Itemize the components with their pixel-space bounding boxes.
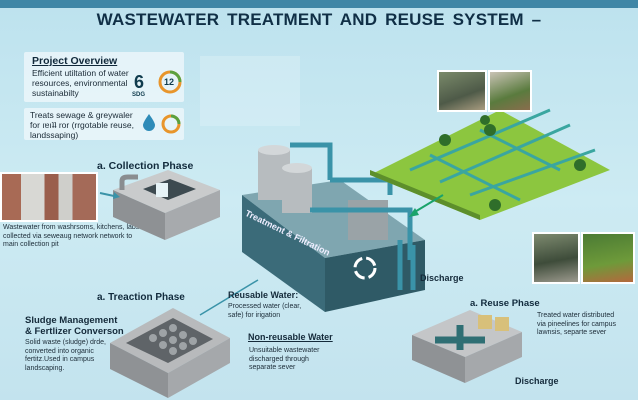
sludge-text: Solid waste (sludge) drde, converted int…: [25, 339, 106, 372]
arrow-to-lawn-icon: [409, 194, 444, 217]
collection-pit-illustration: [113, 170, 220, 240]
sludge-heading: Sludge Management & Fertlizer Converson: [25, 315, 124, 337]
non-reusable-water-heading: Non-reusable Water: [248, 332, 333, 342]
non-reusable-water-text: Unsuitable wastewater discharged through…: [249, 347, 320, 371]
potted-plants-photo: [581, 232, 635, 284]
reusable-water-text: Processed water (clear, safe) for irigat…: [228, 303, 302, 319]
sludge-tank-illustration: [110, 308, 230, 398]
discharge-label-bottom: Discharge: [515, 376, 559, 386]
overview-description: Treats sewage & greywaler for ıɐıʇʇ ror …: [30, 110, 134, 140]
overview-text: Efficient utiltation of water resources,…: [32, 68, 129, 98]
arrow-icon: [99, 192, 120, 199]
blank-panel: [200, 56, 300, 126]
discharge-label-top: Discharge: [420, 273, 464, 283]
worker-photo: [532, 232, 580, 284]
sdg-label: SDG: [132, 92, 146, 98]
reuse-phase-label: a. Reuse Phase: [470, 298, 540, 309]
collection-caption: Wastewater from washrsoms, kitchens, lab…: [3, 224, 140, 248]
reusable-water-heading: Reusable Water:: [228, 290, 299, 300]
reuse-text: Treated water distributed via pineelines…: [537, 312, 616, 336]
page-title: WASTEWATER TREATMENT AND REUSE SYSTEM –: [96, 10, 542, 29]
collection-phase-label: a. Collection Phase: [97, 160, 194, 172]
garden-photo-2: [488, 70, 532, 112]
drainage-photo: [0, 172, 98, 222]
water-drop-icon: [143, 114, 155, 131]
top-band: [0, 0, 638, 8]
connector-line: [199, 279, 259, 316]
treaction-phase-label: a. Treaction Phase: [97, 292, 185, 303]
overview-description-box: Treats sewage & greywaler for ıɐıʇʇ ror …: [24, 108, 184, 140]
sdg12-icon: [158, 70, 182, 94]
overview-heading: Project Overview: [32, 55, 118, 67]
recycle-icon: [353, 256, 377, 280]
project-overview-box: Project Overview Efficient utiltation of…: [24, 52, 184, 102]
sdg12-icon-2: [161, 114, 181, 134]
sdg6-number: 6: [134, 72, 145, 92]
garden-photo-1: [437, 70, 487, 112]
sdg12-number: 12: [164, 77, 175, 87]
lawn-irrigation-illustration: [370, 108, 610, 220]
reuse-pump-illustration: [412, 310, 522, 383]
